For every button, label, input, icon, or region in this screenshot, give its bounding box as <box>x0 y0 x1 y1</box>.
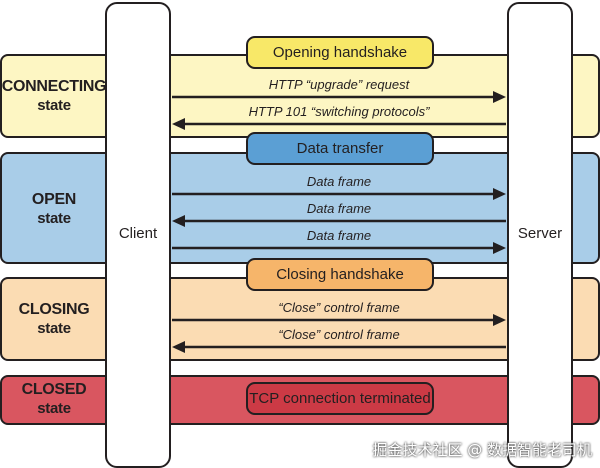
arrow-data-frame-1 <box>172 188 506 200</box>
closing-state-sub: state <box>37 320 71 337</box>
message-label-upgrade: HTTP “upgrade” request <box>268 77 410 92</box>
connecting-state-label: CONNECTING state <box>0 77 108 115</box>
message-label-data-3: Data frame <box>306 228 372 243</box>
message-label-data-2: Data frame <box>306 201 372 216</box>
server-column <box>507 2 573 468</box>
open-state-name: OPEN <box>31 191 77 208</box>
closed-state-sub: state <box>37 400 71 417</box>
server-label: Server <box>517 225 563 242</box>
opening-handshake-box: Opening handshake <box>246 36 434 69</box>
arrow-data-frame-3 <box>172 242 506 254</box>
closed-state-name: CLOSED <box>21 381 87 398</box>
message-label-data-1: Data frame <box>306 174 372 189</box>
arrow-upgrade-request <box>172 91 506 103</box>
client-label: Client <box>118 225 158 242</box>
connecting-state-sub: state <box>37 97 71 114</box>
message-label-close-2: “Close” control frame <box>278 327 400 342</box>
closed-state-label: CLOSED state <box>0 380 108 418</box>
open-state-label: OPEN state <box>0 190 108 228</box>
client-column <box>105 2 171 468</box>
open-state-sub: state <box>37 210 71 227</box>
closing-state-name: CLOSING <box>18 301 90 318</box>
watermark: 掘金技术社区 @ 数据智能老司机 <box>372 441 592 459</box>
tcp-terminated-box: TCP connection terminated <box>246 382 434 415</box>
arrow-switching-protocols <box>172 118 506 130</box>
message-label-close-1: “Close” control frame <box>278 300 400 315</box>
arrow-close-frame-2 <box>172 341 506 353</box>
arrow-close-frame-1 <box>172 314 506 326</box>
data-transfer-box: Data transfer <box>246 132 434 165</box>
connecting-state-name: CONNECTING <box>1 78 107 95</box>
arrow-data-frame-2 <box>172 215 506 227</box>
closing-handshake-box: Closing handshake <box>246 258 434 291</box>
closing-state-label: CLOSING state <box>0 300 108 338</box>
message-label-switching: HTTP 101 “switching protocols” <box>248 104 430 119</box>
